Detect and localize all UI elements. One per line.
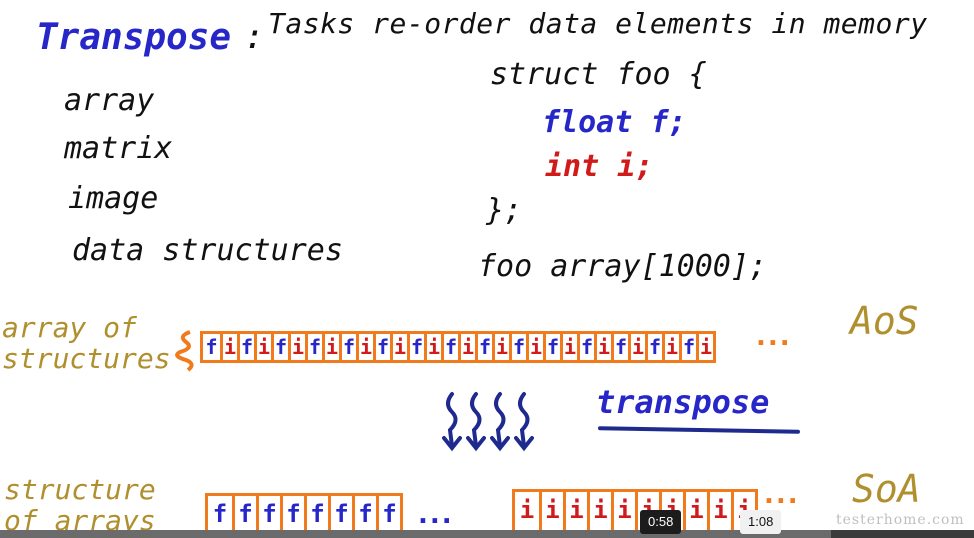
- aos-cell: f: [509, 334, 526, 360]
- list-item-array: array: [64, 83, 155, 118]
- aos-cell: i: [662, 334, 679, 360]
- video-progress-bar[interactable]: [0, 530, 974, 538]
- aos-cell: f: [611, 334, 628, 360]
- video-progress-fill: [0, 530, 831, 538]
- aos-cell: f: [679, 334, 696, 360]
- soa-float-cell: f: [376, 496, 400, 533]
- soa-float-cell: f: [280, 496, 304, 533]
- aos-cell: i: [628, 334, 645, 360]
- aos-cell: i: [458, 334, 475, 360]
- soa-int-cell: i: [683, 492, 707, 532]
- soa-float-cell: f: [352, 496, 376, 533]
- soa-float-cell: f: [256, 496, 280, 533]
- aos-cell: i: [220, 334, 237, 360]
- soa-int-strip: iiiiiiiiii: [512, 489, 758, 535]
- aos-cell: i: [594, 334, 611, 360]
- soa-float-cell: f: [304, 496, 328, 533]
- title-colon: :: [244, 17, 265, 57]
- code-int-line: int i;: [545, 149, 654, 184]
- soa-int-cell: i: [563, 492, 587, 532]
- soa-int-continuation: ...: [764, 480, 800, 510]
- aos-cell: f: [305, 334, 322, 360]
- transpose-arrows-icon: [442, 392, 534, 452]
- soa-int-cell: i: [587, 492, 611, 532]
- current-time-badge: 0:58: [640, 510, 682, 534]
- code-float-line: float f;: [542, 105, 687, 140]
- transpose-label: transpose: [596, 383, 770, 421]
- soa-label: structure of arrays: [4, 473, 156, 537]
- aos-cell: f: [205, 335, 218, 359]
- aos-cell: f: [373, 334, 390, 360]
- aos-tag: AoS: [850, 299, 919, 343]
- aos-cell: i: [560, 334, 577, 360]
- aos-cell: i: [288, 334, 305, 360]
- aos-cell: i: [424, 334, 441, 360]
- aos-cell: i: [526, 334, 543, 360]
- soa-float-cell: f: [328, 496, 352, 533]
- aos-continuation: ...: [756, 322, 792, 352]
- aos-cell: i: [492, 334, 509, 360]
- soa-float-continuation: ...: [418, 500, 454, 530]
- transpose-underline: [597, 426, 801, 434]
- title-description: Tasks re-order data elements in memory: [268, 7, 928, 40]
- soa-int-cell: i: [707, 492, 731, 532]
- aos-label: array of structures: [2, 311, 171, 375]
- aos-cell: i: [322, 334, 339, 360]
- aos-cell: f: [271, 334, 288, 360]
- soa-float-cell: f: [232, 496, 256, 533]
- soa-int-cell: i: [611, 492, 635, 532]
- code-struct-line: struct foo {: [490, 57, 707, 92]
- aos-cell: f: [237, 334, 254, 360]
- aos-cell: f: [441, 334, 458, 360]
- watermark: testerhome.com: [836, 512, 965, 528]
- total-time-badge: 1:08: [740, 510, 782, 534]
- aos-cell: f: [543, 334, 560, 360]
- title-transpose: Transpose: [36, 17, 232, 58]
- soa-tag: SoA: [852, 467, 921, 511]
- aos-cell: f: [339, 334, 356, 360]
- aos-cell: i: [696, 334, 713, 360]
- list-item-matrix: matrix: [64, 131, 173, 166]
- list-item-image: image: [68, 181, 159, 216]
- aos-cell: i: [356, 334, 373, 360]
- aos-cell: f: [577, 334, 594, 360]
- soa-int-cell: i: [519, 496, 535, 524]
- aos-cell: f: [645, 334, 662, 360]
- list-item-data-structures: data structures: [72, 233, 343, 268]
- code-array-declaration: foo array[1000];: [478, 249, 767, 284]
- aos-cell: i: [254, 334, 271, 360]
- aos-squiggle-icon: [175, 330, 194, 372]
- aos-cell: f: [475, 334, 492, 360]
- soa-int-cell: i: [539, 492, 563, 532]
- aos-cell: i: [390, 334, 407, 360]
- aos-cell: f: [407, 334, 424, 360]
- code-close-line: };: [486, 193, 523, 228]
- soa-float-cell: f: [212, 500, 228, 528]
